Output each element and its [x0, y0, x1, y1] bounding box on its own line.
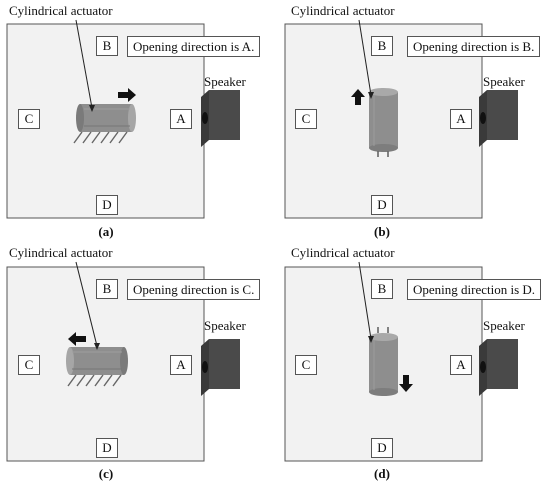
speaker-icon — [479, 90, 518, 147]
opening-arrow-right-icon — [118, 88, 136, 102]
actuator-pointer-line — [358, 19, 372, 96]
letter-d-box: D — [96, 195, 118, 215]
speaker-label: Speaker — [483, 318, 525, 333]
panel-caption: (c) — [98, 466, 114, 481]
letter-d-box: D — [96, 438, 118, 458]
letter-d-box: D — [371, 438, 393, 458]
letter-a-box: A — [450, 355, 472, 375]
letter-c-box: C — [18, 355, 40, 375]
letter-b-box: B — [371, 36, 393, 56]
letter-b-box: B — [96, 36, 118, 56]
speaker-label: Speaker — [483, 74, 525, 89]
speaker-label: Speaker — [204, 318, 246, 333]
opening-direction-note: Opening direction is D. — [407, 279, 542, 300]
actuator-pointer-head — [368, 336, 374, 343]
letter-d-box: D — [371, 195, 393, 215]
opening-arrow-down-icon — [399, 375, 413, 392]
cylindrical-actuator-icon — [369, 88, 398, 157]
opening-arrow-left-icon — [68, 332, 86, 346]
actuator-pointer-head — [94, 343, 100, 350]
speaker-icon — [201, 339, 240, 396]
letter-b-box: B — [371, 279, 393, 299]
actuator-pointer-head — [368, 92, 374, 99]
actuator-pointer-line — [75, 19, 93, 109]
actuator-pointer-line — [75, 261, 98, 347]
letter-a-box: A — [170, 355, 192, 375]
actuator-pointer-line — [358, 261, 372, 340]
cylindrical-actuator-icon — [73, 104, 136, 144]
cylindrical-actuator-icon — [66, 347, 128, 387]
actuator-pointer-head — [89, 105, 95, 112]
speaker-icon — [201, 90, 240, 147]
opening-direction-note: Opening direction is A. — [127, 36, 261, 57]
letter-b-box: B — [96, 279, 118, 299]
actuator-label: Cylindrical actuator — [291, 245, 395, 260]
cylindrical-actuator-icon — [369, 327, 398, 396]
opening-direction-note: Opening direction is B. — [407, 36, 541, 57]
actuator-label: Cylindrical actuator — [291, 3, 395, 18]
letter-c-box: C — [295, 355, 317, 375]
speaker-label: Speaker — [204, 74, 246, 89]
opening-arrow-up-icon — [351, 89, 365, 105]
actuator-label: Cylindrical actuator — [9, 3, 113, 18]
letter-a-box: A — [450, 109, 472, 129]
letter-c-box: C — [295, 109, 317, 129]
panel-caption: (d) — [374, 466, 390, 481]
letter-a-box: A — [170, 109, 192, 129]
speaker-icon — [479, 339, 518, 396]
opening-direction-note: Opening direction is C. — [127, 279, 261, 300]
panel-caption: (a) — [98, 224, 114, 239]
actuator-label: Cylindrical actuator — [9, 245, 113, 260]
panel-caption: (b) — [374, 224, 390, 239]
letter-c-box: C — [18, 109, 40, 129]
